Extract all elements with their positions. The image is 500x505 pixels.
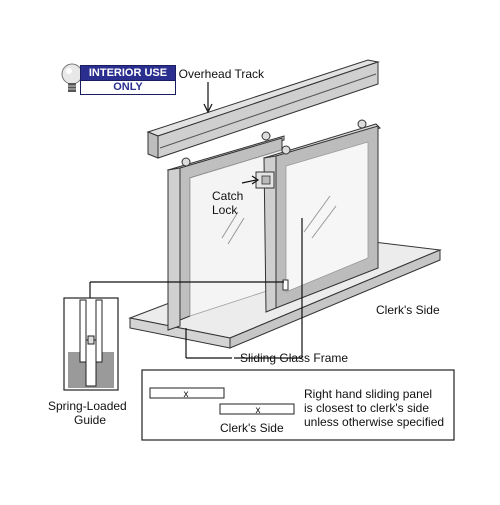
label-guide-line1: Spring-Loaded [48, 399, 127, 413]
floor-guide-pin [282, 279, 289, 291]
lightbulb-icon [61, 63, 83, 92]
legend-panel-mark-1: x [184, 389, 189, 400]
interior-use-badge: INTERIOR USE ONLY [60, 62, 176, 96]
badge-interior-use-text: INTERIOR USE [80, 65, 176, 81]
legend-note-line2: is closest to clerk's side [304, 401, 429, 415]
rear-sliding-frame [166, 131, 285, 331]
legend-panel-mark-2: x [256, 405, 261, 416]
overhead-track [146, 59, 380, 159]
label-guide-line2: Guide [74, 413, 106, 427]
legend-clerks-side: Clerk's Side [220, 421, 284, 435]
label-catch: Catch [212, 189, 243, 203]
legend-note-line3: unless otherwise specified [304, 415, 444, 429]
label-sliding-glass-frame: Sliding Glass Frame [240, 351, 348, 365]
label-lock: Lock [212, 203, 238, 217]
guide-detail [63, 297, 119, 391]
front-sliding-frame [263, 119, 381, 313]
legend-note-line1: Right hand sliding panel [304, 387, 432, 401]
catch-lock [255, 171, 275, 189]
leader-lines [89, 82, 303, 359]
label-clerks-side: Clerk's Side [376, 303, 440, 317]
label-overhead-track: D6 Overhead Track [160, 67, 265, 81]
legend-box [141, 369, 455, 441]
badge-only-text: ONLY [80, 80, 176, 95]
